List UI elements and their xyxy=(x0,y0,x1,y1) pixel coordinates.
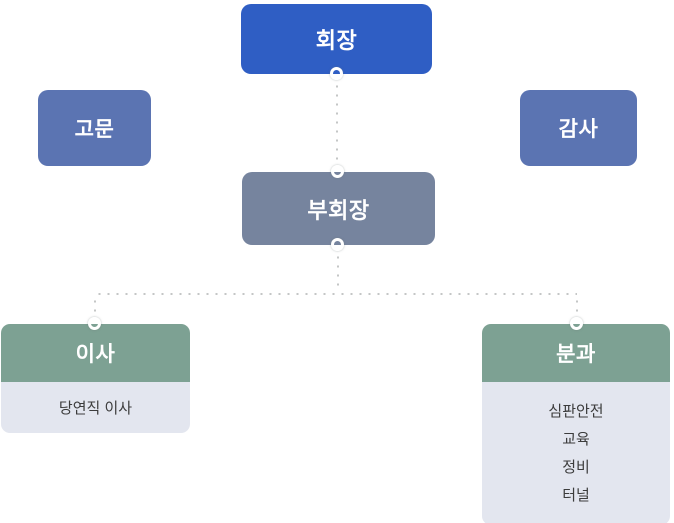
node-vice-chairman: 부회장 xyxy=(242,172,435,245)
list-item: 당연직 이사 xyxy=(58,400,133,417)
connector-horizontal-rail xyxy=(95,293,577,295)
group-directors-header: 이사 xyxy=(1,324,190,382)
group-subcommittees-card: 분과 심판안전 교육 정비 터널 xyxy=(482,324,670,523)
connector-ring-subcommittees-top xyxy=(570,317,583,330)
connector-ring-vice-top xyxy=(331,165,344,178)
list-item: 터널 xyxy=(562,486,590,504)
node-chairman-label: 회장 xyxy=(315,28,358,53)
connector-ring-vice-bottom xyxy=(331,238,344,251)
node-vice-chairman-label: 부회장 xyxy=(307,197,370,223)
connector-rail-to-directors xyxy=(94,297,96,317)
connector-vice-to-rail xyxy=(337,253,339,291)
group-subcommittees-body: 심판안전 교육 정비 터널 xyxy=(482,382,670,523)
node-auditor-label: 감사 xyxy=(558,118,599,141)
group-directors-body: 당연직 이사 xyxy=(1,382,190,433)
list-item: 심판안전 xyxy=(548,402,604,420)
connector-chairman-to-vice xyxy=(336,82,338,164)
list-item: 교육 xyxy=(562,430,590,448)
group-directors-card: 이사 당연직 이사 xyxy=(1,324,190,433)
node-advisor: 고문 xyxy=(38,90,151,166)
group-subcommittees-header: 분과 xyxy=(482,324,670,382)
connector-ring-directors-top xyxy=(88,317,101,330)
group-directors-label: 이사 xyxy=(75,343,116,366)
node-chairman: 회장 xyxy=(241,4,432,74)
node-auditor: 감사 xyxy=(520,90,637,166)
connector-ring-chairman-bottom xyxy=(330,67,343,80)
list-item: 정비 xyxy=(562,458,590,476)
connector-rail-to-subcommittees xyxy=(576,297,578,317)
group-subcommittees-label: 분과 xyxy=(556,343,596,366)
node-advisor-label: 고문 xyxy=(74,118,115,141)
